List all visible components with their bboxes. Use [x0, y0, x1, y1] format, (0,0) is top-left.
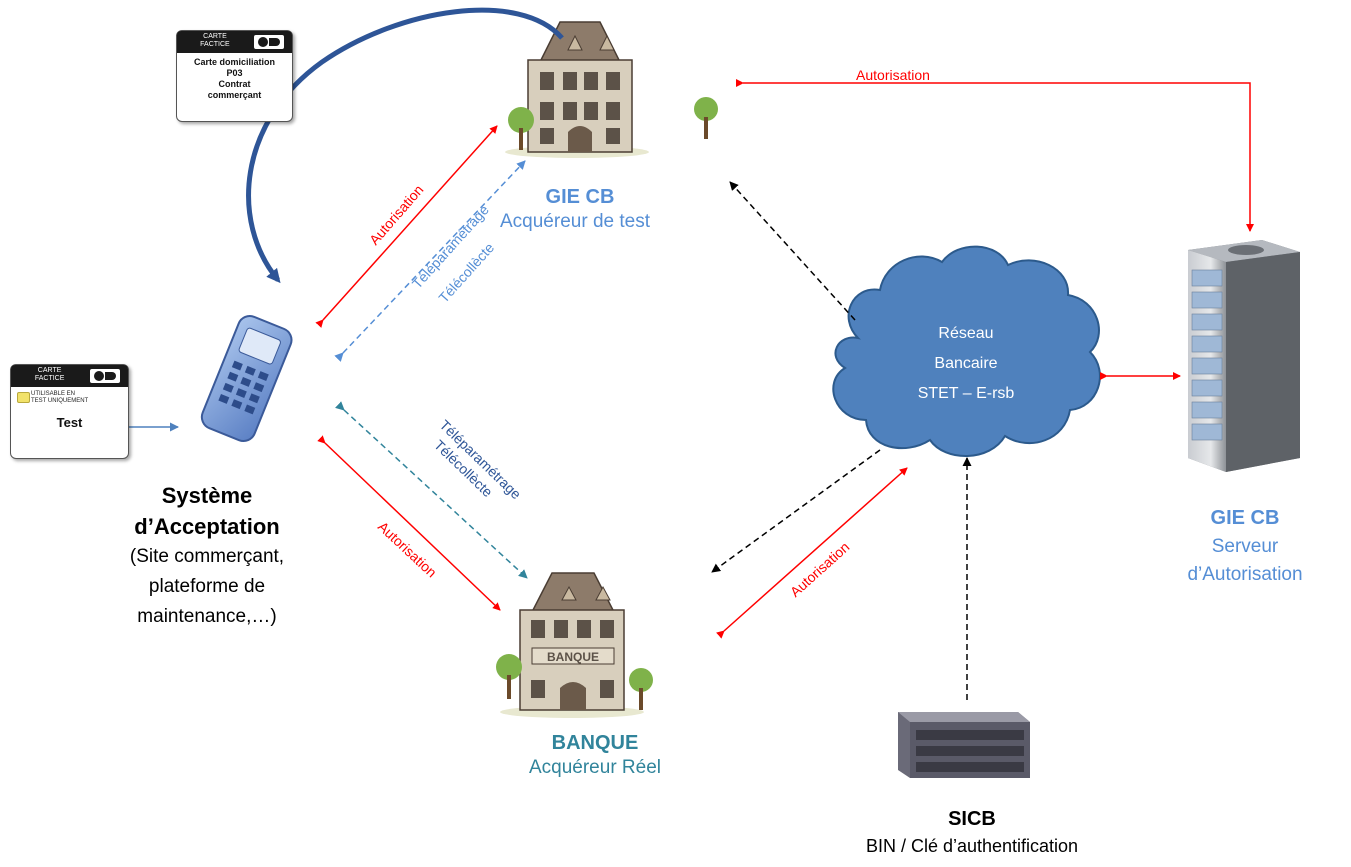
banque-subtitle: Acquéreur Réel [528, 757, 662, 778]
sicb-title: SICB [948, 808, 996, 830]
banque-sign: BANQUE [547, 650, 599, 664]
label-autorisation-top: Autorisation [856, 67, 930, 83]
card-top-line-3: Contrat [218, 79, 251, 89]
card-top-band-line-2: FACTICE [200, 41, 230, 48]
sicb-label: SICB BIN / Clé d’authentification [862, 805, 1082, 859]
edge-autorisation-lower-right [716, 467, 908, 639]
edge-tele-upper [334, 160, 526, 362]
card-chip-icon [17, 392, 30, 403]
curve-arrow-test-to-terminal [246, 7, 564, 284]
payment-terminal-icon [200, 315, 293, 443]
card-top-band-line-1: CARTE [203, 33, 227, 40]
gie-test-label: GIE CB Acquéreur de test [500, 185, 660, 234]
gie-serveur-title: GIE CB [1210, 507, 1280, 529]
sicb-subtitle: BIN / Clé d’authentification [865, 836, 1079, 856]
edge-tele-lower [335, 401, 528, 579]
server-rack-icon [1188, 240, 1300, 472]
systeme-desc-3: maintenance,…) [137, 606, 277, 627]
label-autorisation-lower-right: Autorisation [787, 539, 853, 600]
card-top-line-2: P03 [226, 68, 243, 78]
reseau-line-1: Réseau [938, 325, 993, 342]
banque-title: BANQUE [551, 732, 639, 754]
gie-serveur-sub-1: Serveur [1211, 536, 1279, 557]
gie-test-subtitle: Acquéreur de test [500, 211, 650, 232]
cb-logo-icon [254, 35, 284, 49]
systeme-title-2: d’Acceptation [134, 514, 280, 539]
gie-serveur-sub-2: d’Autorisation [1187, 564, 1303, 585]
edge-reseau-to-banque [711, 449, 881, 573]
card-chip-text-2: TEST UNIQUEMENT [31, 398, 89, 404]
building-banque-icon: BANQUE [496, 572, 653, 718]
systeme-desc-1: (Site commerçant, [129, 546, 285, 567]
edge-reseau-to-gie-test [729, 181, 856, 321]
banque-label: BANQUE Acquéreur Réel [520, 731, 670, 780]
label-autorisation-lower-left: Autorisation [375, 518, 440, 580]
gie-test-title: GIE CB [545, 186, 615, 208]
systeme-desc-2: plateforme de [148, 576, 266, 597]
card-test-label: Test [56, 415, 83, 430]
edge-autorisation-lower-left [317, 435, 501, 611]
systeme-title-1: Système [161, 483, 253, 508]
card-left-band-line-2: FACTICE [34, 375, 65, 382]
reseau-line-3: STET – E-rsb [918, 385, 1015, 402]
reseau-cloud [832, 245, 1101, 457]
card-chip-text-1: UTILISABLE EN [31, 391, 76, 397]
systeme-label: Système d’Acceptation (Site commerçant, … [112, 480, 302, 632]
gie-serveur-label: GIE CB Serveur d’Autorisation [1175, 503, 1315, 589]
reseau-line-2: Bancaire [934, 355, 997, 372]
edge-autorisation-top [736, 79, 1254, 232]
card-top-line-1: Carte domiciliation [193, 57, 275, 67]
sicb-device-icon [898, 712, 1030, 778]
building-gie-test-icon [505, 21, 718, 158]
card-top-line-4: commerçant [207, 90, 262, 100]
card-left-band-line-1: CARTE [37, 367, 62, 374]
cb-logo-icon [90, 369, 120, 383]
